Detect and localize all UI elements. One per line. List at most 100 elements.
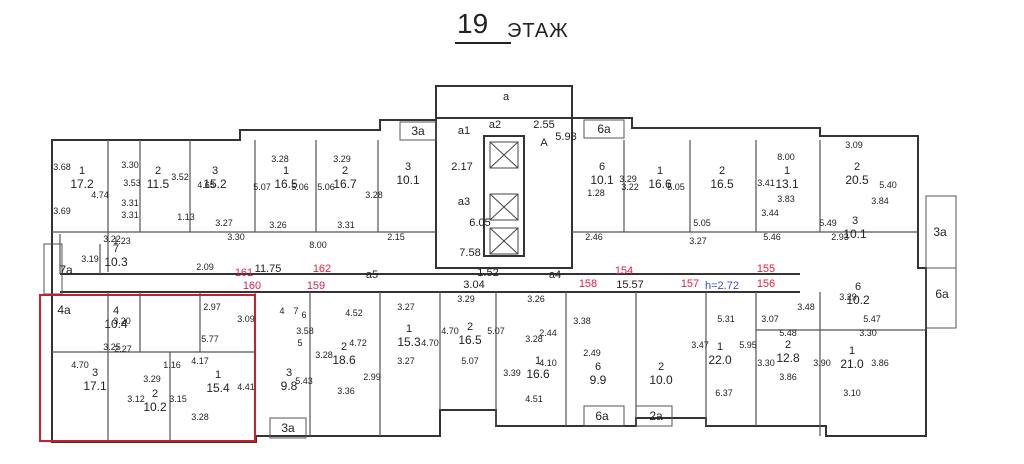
room-area: 16.6: [526, 367, 550, 381]
balcony-label: 6a: [935, 287, 949, 301]
room-number: 3: [92, 367, 98, 379]
room-number: 7: [113, 243, 119, 255]
room-number: 1: [79, 165, 85, 177]
core-label: 2.17: [451, 161, 472, 173]
dimension-label: 5: [297, 338, 302, 348]
dimension-label: 5.07: [487, 326, 505, 336]
room-area: 17.1: [83, 379, 107, 393]
room-number: 1: [283, 165, 289, 177]
dimension-label: 5.06: [291, 182, 309, 192]
dimension-label: 2.44: [539, 328, 557, 338]
core-label: A: [540, 137, 548, 149]
room-number: 3: [852, 215, 858, 227]
core-label: 2.55: [533, 119, 554, 131]
dimension-label: 5.07: [461, 356, 479, 366]
core-label: a5: [366, 269, 378, 281]
room-number: 1: [849, 345, 855, 357]
dimension-label: 1.23: [113, 236, 131, 246]
dimension-label: 3.48: [797, 302, 815, 312]
dimension-label: 3.44: [761, 208, 779, 218]
dimension-label: 3.29: [839, 292, 857, 302]
dimension-label: 5.49: [819, 218, 837, 228]
room-number: 2: [785, 339, 791, 351]
core-label: 1.52: [477, 267, 498, 279]
walls: [51, 85, 927, 443]
highlighted-apartment[interactable]: [39, 294, 256, 442]
dimension-label: 3.31: [121, 198, 139, 208]
dimension-label: 3.10: [843, 388, 861, 398]
room-area: 17.2: [70, 177, 94, 191]
dimension-label: 5.46: [763, 232, 781, 242]
dimension-label: 3.38: [573, 316, 591, 326]
corridor-room-number: 159: [307, 280, 325, 292]
dimension-label: 2.97: [203, 302, 221, 312]
corridor-room-number: 155: [757, 263, 775, 275]
room-area: 10.0: [649, 373, 673, 387]
room-area: 10.1: [396, 173, 420, 187]
balcony-label: 2a: [649, 409, 663, 423]
dimension-label: 5.77: [201, 334, 219, 344]
dimension-label: 1.13: [177, 212, 195, 222]
dimension-label: 3.09: [237, 314, 255, 324]
room-number: 2: [341, 341, 347, 353]
dimension-label: 4.17: [191, 356, 209, 366]
balcony-label: 4a: [57, 303, 71, 317]
dimension-label: 4.74: [91, 190, 109, 200]
core-label: 15.57: [616, 279, 644, 291]
room-number: 3: [405, 161, 411, 173]
room-number: 6: [599, 161, 605, 173]
elevator-shafts: [489, 141, 519, 255]
dimension-label: 3.12: [127, 394, 145, 404]
core-label: 7.58: [459, 247, 480, 259]
dimension-label: 3.86: [871, 358, 889, 368]
room-number: 6: [855, 281, 861, 293]
dimension-label: 3.28: [191, 412, 209, 422]
room-number: 2: [467, 321, 473, 333]
dimension-label: 3.39: [503, 368, 521, 378]
room-number: 2: [152, 388, 158, 400]
dimension-label: 7: [293, 306, 298, 316]
dimension-label: 3.27: [689, 236, 707, 246]
room-number: 1: [406, 323, 412, 335]
room-number: 1: [535, 355, 541, 367]
floor-number: 19: [457, 8, 489, 39]
dimension-label: 3.26: [527, 294, 545, 304]
dimension-label: 5.95: [739, 340, 757, 350]
room-area: 12.8: [776, 351, 800, 365]
room-area: 15.2: [203, 177, 227, 191]
dimension-label: 4: [279, 306, 284, 316]
dimension-label: 3.26: [269, 220, 287, 230]
plan-labels: 117.2211.5315.2116.5216.7310.1610.1116.6…: [53, 91, 949, 435]
room-number: 1: [717, 341, 723, 353]
core-label: 11.75: [255, 263, 282, 275]
dimension-label: 4.70: [421, 338, 439, 348]
dimension-label: 5.07: [253, 182, 271, 192]
room-area: 16.6: [648, 177, 672, 191]
dimension-label: 2.27: [114, 344, 132, 354]
dimension-label: 3.19: [81, 254, 99, 264]
room-number: 2: [155, 165, 161, 177]
partitions: [52, 140, 926, 442]
dimension-label: 5.05: [667, 182, 685, 192]
dimension-label: 3.47: [691, 340, 709, 350]
room-area: 20.5: [845, 173, 869, 187]
dimension-label: 8.00: [777, 152, 795, 162]
dimension-label: 3.86: [779, 372, 797, 382]
dimension-label: 3.22: [621, 182, 639, 192]
room-number: 2: [342, 165, 348, 177]
core-label: a: [503, 91, 510, 103]
dimension-label: 3.29: [457, 294, 475, 304]
room-area: 15.3: [397, 335, 421, 349]
room-area: 10.4: [104, 317, 128, 331]
dimension-label: 3.28: [525, 334, 543, 344]
core-label: a4: [549, 269, 561, 281]
dimension-label: 3.31: [337, 220, 355, 230]
dimension-label: 3.28: [315, 350, 333, 360]
room-number: 6: [595, 361, 601, 373]
dimension-label: 4.70: [441, 326, 459, 336]
room-area: 10.2: [143, 400, 167, 414]
room-area: 22.0: [708, 353, 732, 367]
dimension-label: 3.69: [53, 206, 71, 216]
balcony-outlines: [43, 119, 957, 439]
